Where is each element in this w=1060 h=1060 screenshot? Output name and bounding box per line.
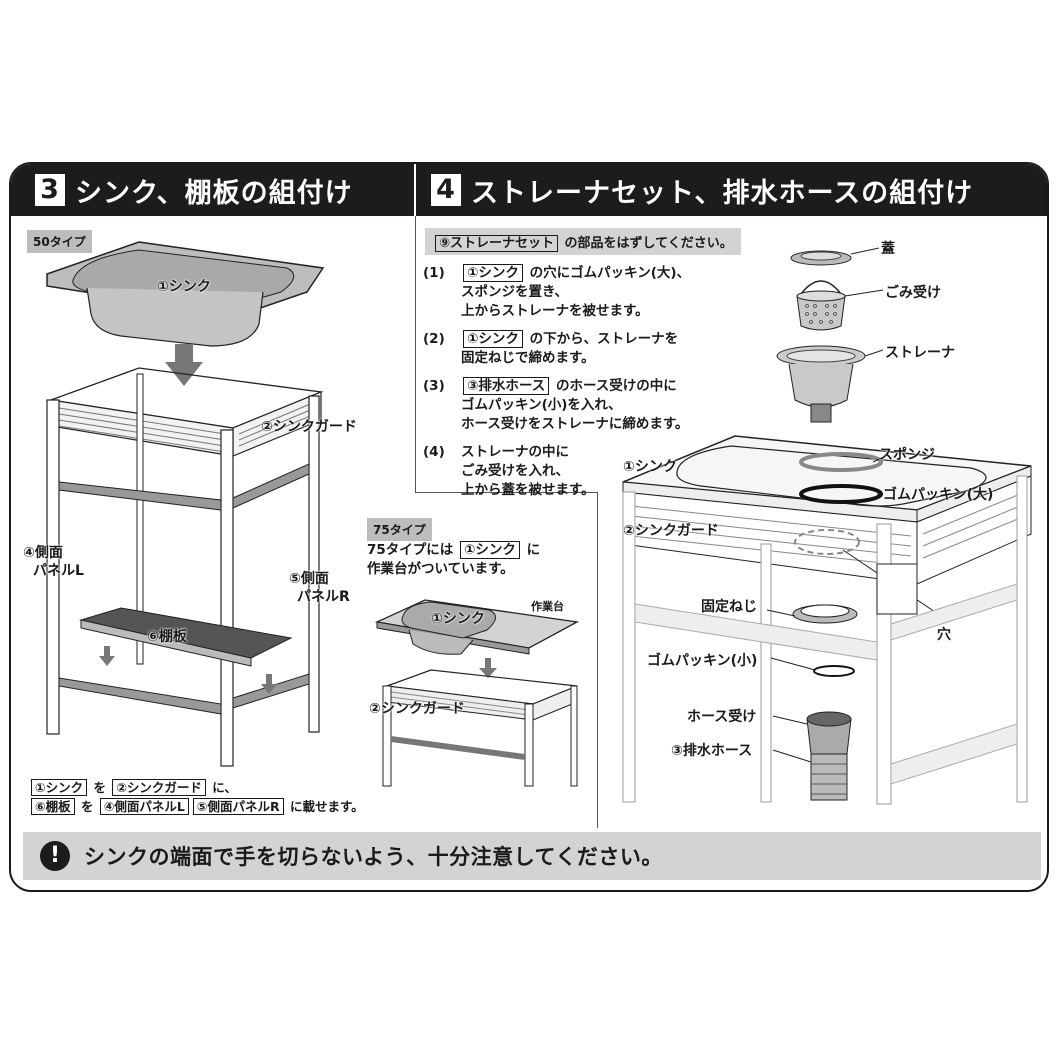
label-sink-guard: ②シンクガード (261, 419, 357, 435)
label-hose-receiver: ホース受け (687, 709, 757, 725)
label-gasket-large: ゴムパッキン(大) (883, 487, 994, 503)
part-ref-sink: ①シンク (463, 264, 523, 282)
sink-illustration (46, 241, 325, 767)
type75-note: 75タイプには ①シンク に 作業台がついています。 (367, 541, 541, 577)
part-ref-sink: ①シンク (31, 779, 88, 796)
label-side-panel-l-1: ④側面 (23, 545, 63, 561)
part-ref-sink: ①シンク (463, 330, 523, 348)
column-divider (415, 216, 416, 492)
step-1: (1) ①シンク の穴にゴムパッキン(大)、 スポンジを置き、 上からストレーナ… (423, 264, 691, 319)
header-divider (414, 164, 416, 216)
part-ref-drain-hose: ③排水ホース (463, 377, 550, 395)
label-shelf: ⑥棚板 (147, 629, 187, 645)
header-bar: 3 シンク、棚板の組付け 4 ストレーナセット、排水ホースの組付け (11, 164, 1047, 216)
divider-line (597, 492, 598, 828)
step-4: (4) ストレーナの中に ごみ受けを入れ、 上から蓋を被せます。 (423, 444, 595, 498)
label-type75-sink-guard: ②シンクガード (369, 701, 465, 717)
warning-banner: ! シンクの端面で手を切らないよう、十分注意してください。 (23, 832, 1041, 880)
section4-number: 4 (431, 174, 461, 206)
label-sink: ①シンク (623, 459, 677, 475)
part-ref-shelf: ⑥棚板 (31, 798, 75, 815)
step-2: (2) ①シンク の下から、ストレーナを 固定ねじで締めます。 (423, 330, 679, 366)
part-ref-side-panel-l: ④側面パネルL (99, 798, 189, 815)
type50-tag: 50タイプ (27, 230, 92, 253)
divider-line (415, 492, 597, 493)
section4-steps: (1) ①シンク の穴にゴムパッキン(大)、 スポンジを置き、 上からストレーナ… (423, 264, 753, 509)
label-basket: ごみ受け (885, 285, 941, 301)
label-hole: 穴 (937, 627, 951, 643)
label-strainer: ストレーナ (885, 345, 955, 361)
label-gasket-small: ゴムパッキン(小) (647, 653, 758, 669)
label-sponge: スポンジ (879, 447, 935, 463)
strainer-parts-illustration (622, 247, 1032, 805)
label-side-panel-r-2: パネルR (297, 589, 350, 605)
label-side-panel-l-2: パネルL (33, 563, 84, 579)
label-sink: ①シンク (157, 279, 211, 295)
instruction-panel: 3 シンク、棚板の組付け 4 ストレーナセット、排水ホースの組付け 50タイプ (9, 162, 1049, 892)
part-ref-sink: ①シンク (460, 541, 520, 559)
label-sink-guard: ②シンクガード (623, 523, 719, 539)
section4-intro: ⑨ストレーナセット の部品をはずしてください。 (425, 228, 741, 255)
exclamation-icon: ! (40, 841, 70, 871)
label-worktop: 作業台 (531, 600, 564, 613)
section3-number: 3 (35, 174, 65, 206)
part-ref-sink-guard: ②シンクガード (112, 779, 206, 796)
part-ref-strainer-set: ⑨ストレーナセット (435, 235, 559, 252)
warning-text: シンクの端面で手を切らないよう、十分注意してください。 (84, 845, 663, 869)
type75-illustration (374, 599, 580, 787)
label-lid: 蓋 (881, 241, 895, 257)
step-3: (3) ③排水ホース のホース受けの中に ゴムパッキン(小)を入れ、 ホース受け… (423, 377, 689, 432)
label-drain-hose: ③排水ホース (671, 743, 753, 759)
section3-title: 3 シンク、棚板の組付け (35, 171, 353, 209)
label-side-panel-r-1: ⑤側面 (289, 571, 329, 587)
type75-tag: 75タイプ (367, 518, 432, 541)
label-type75-sink: ①シンク (431, 611, 485, 627)
part-ref-side-panel-r: ⑤側面パネルR (192, 798, 284, 815)
section4-title: 4 ストレーナセット、排水ホースの組付け (431, 171, 973, 209)
label-fixing-screw: 固定ねじ (701, 599, 757, 615)
